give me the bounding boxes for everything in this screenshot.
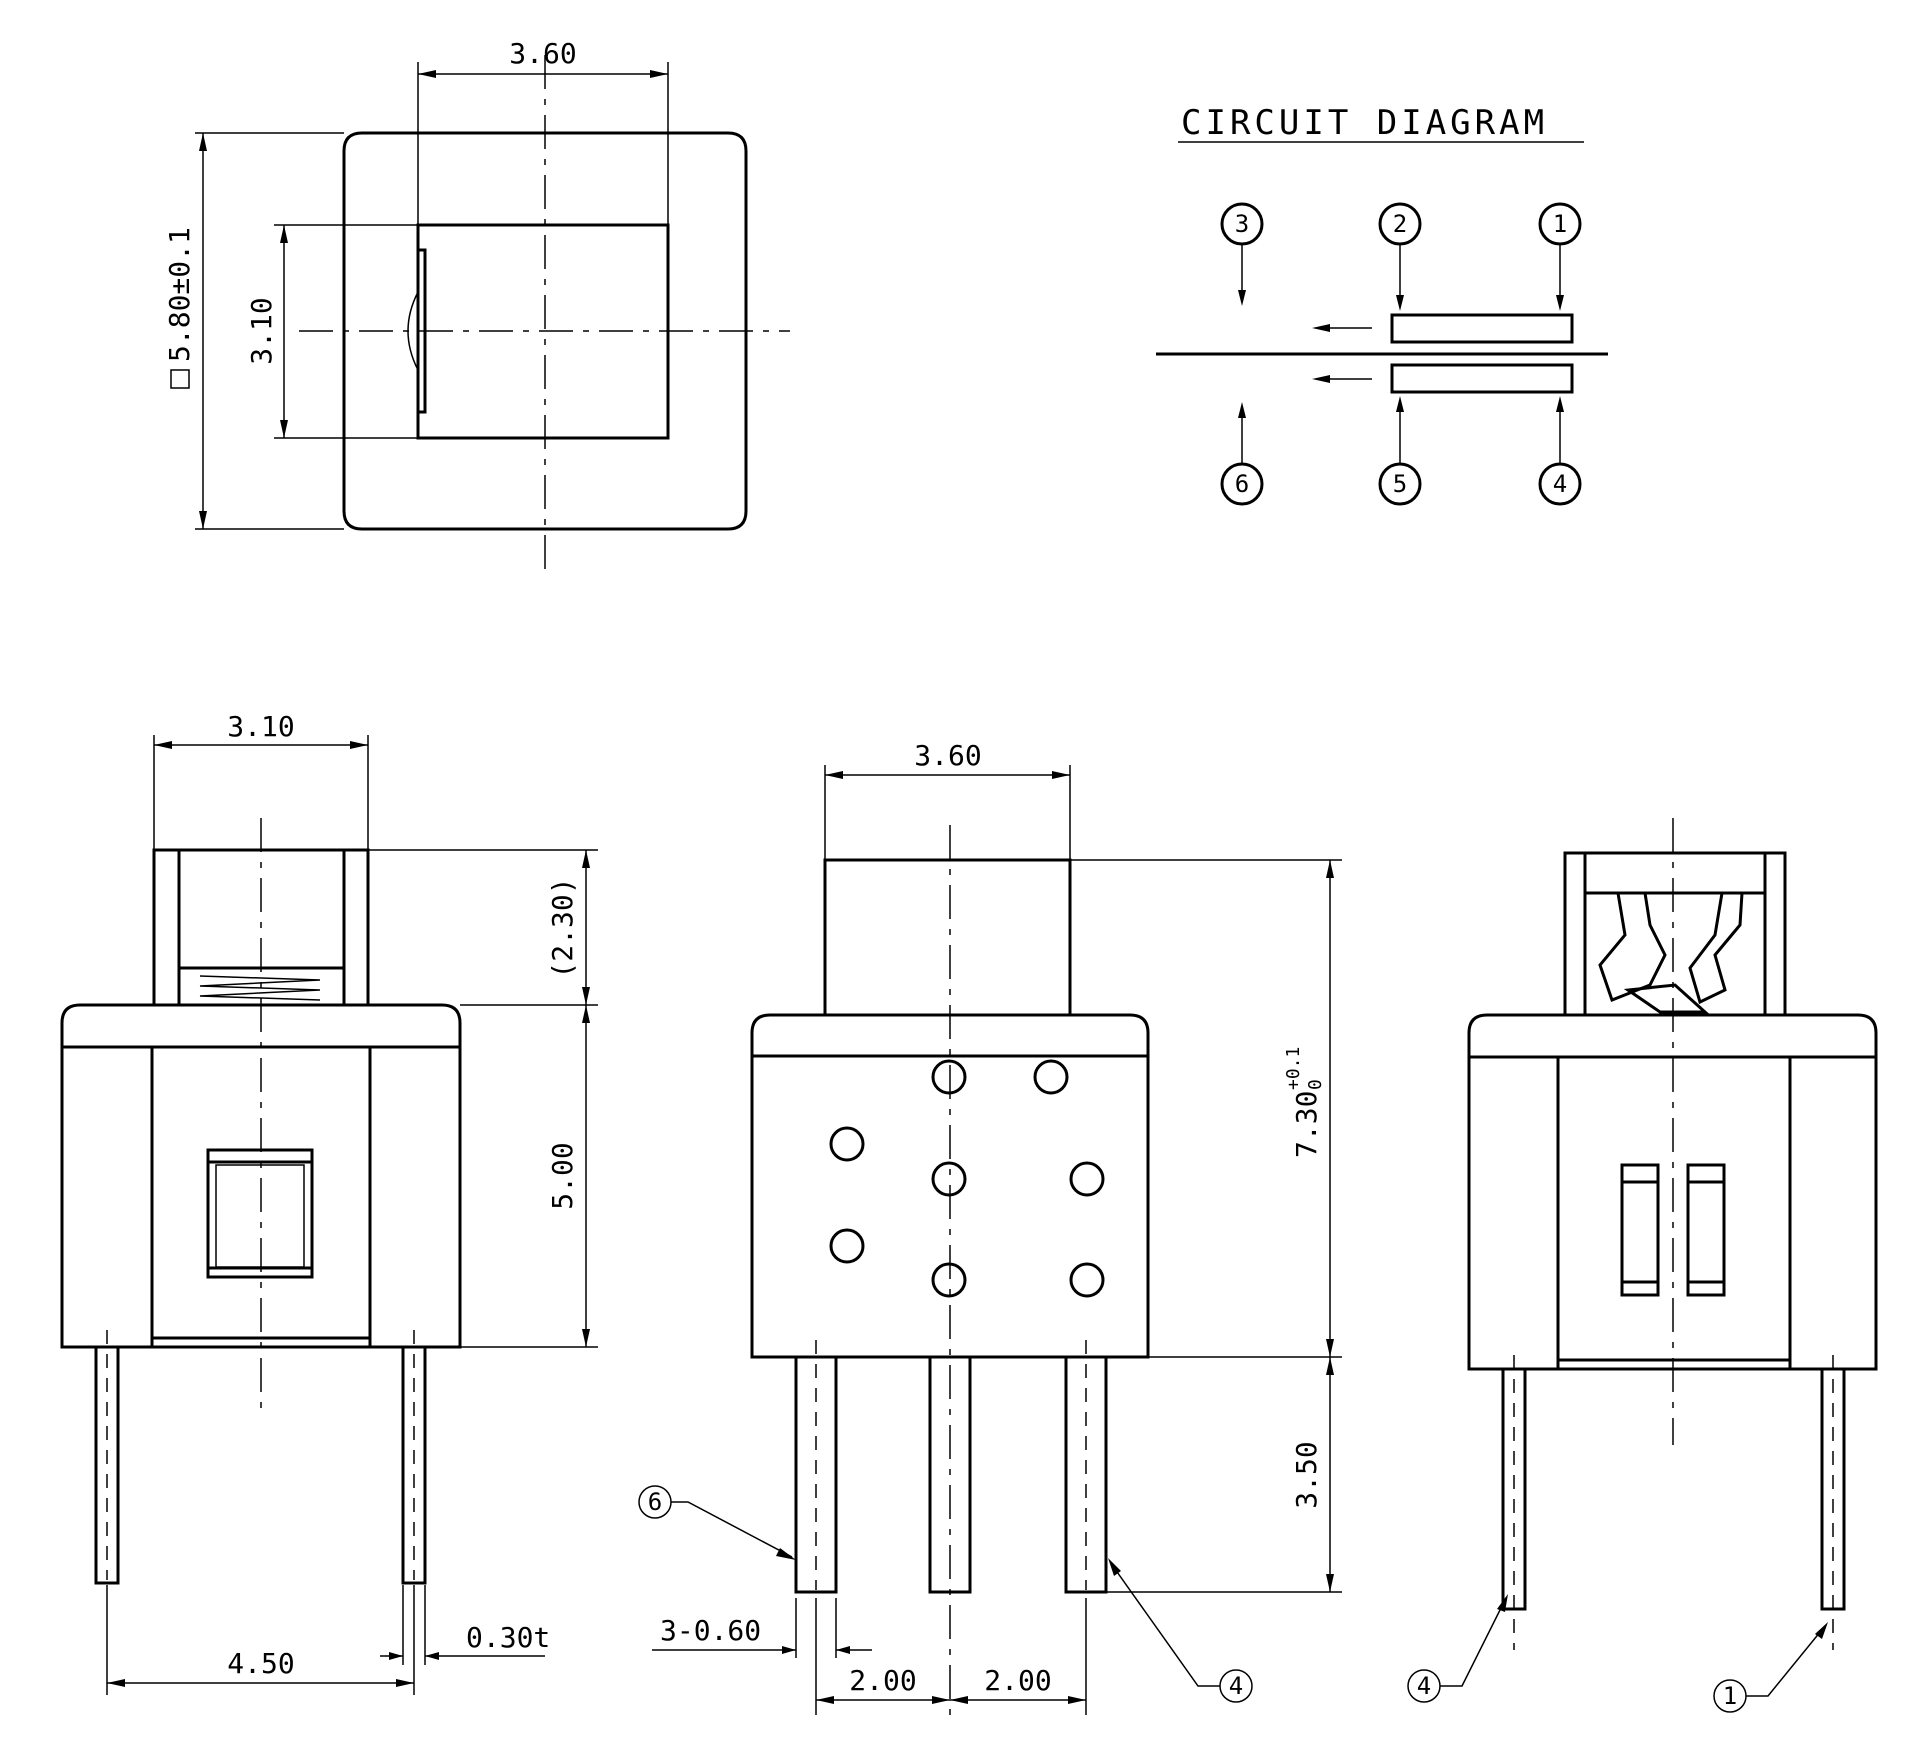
side-view-dim-cap: (2.30) [546, 877, 579, 978]
rear-view-pin-label-right: 1 [1723, 1682, 1737, 1710]
front-view-pin-6 [794, 1355, 838, 1594]
rear-view-body [1467, 1013, 1878, 1371]
front-view: 3.60 7.30 +0.1 0 3.50 3-0.60 2.00 2.00 [638, 739, 1342, 1720]
rear-view-pin-label-left: 4 [1417, 1672, 1431, 1700]
front-view-hole [1069, 1262, 1105, 1298]
front-view-dim-pins: 3-0.60 [660, 1614, 761, 1647]
circuit-contact-upper [1390, 313, 1574, 344]
top-view: 3.60 3.10 5.80±0.1 [163, 37, 790, 575]
front-view-hole [931, 1161, 967, 1197]
rear-view-slot-left [1620, 1163, 1660, 1297]
circuit-diagram-title: CIRCUIT DIAGRAM [1181, 103, 1548, 143]
front-view-hole [829, 1228, 865, 1264]
slide-arrow-icon [1312, 324, 1330, 332]
front-view-dim-total-tol-lower: 0 [1305, 1079, 1326, 1090]
top-view-dim-height: 3.10 [245, 297, 278, 364]
terminal-3-label: 3 [1235, 210, 1249, 238]
rear-view-latch-left [1598, 892, 1667, 1002]
top-view-body-outline [342, 131, 748, 531]
terminal-1-label: 1 [1553, 210, 1567, 238]
side-view-dim-pin: 0.30t [466, 1621, 550, 1654]
square-symbol-icon [170, 369, 190, 389]
circuit-contact-lower [1390, 363, 1574, 394]
terminal-6-label: 6 [1235, 470, 1249, 498]
front-view-pin-label-left: 6 [648, 1488, 662, 1516]
side-view-body [60, 1003, 462, 1349]
rear-view-actuator [1563, 851, 1787, 1017]
front-view-hole [931, 1059, 967, 1095]
side-view-dim-body: 5.00 [546, 1142, 579, 1209]
top-view-dim-body: 5.80±0.1 [163, 227, 196, 362]
rear-view-latch-right [1688, 892, 1744, 1005]
side-view-window [206, 1148, 314, 1279]
side-view-dim-width: 3.10 [227, 710, 294, 743]
terminal-5-label: 5 [1393, 470, 1407, 498]
front-view-hole [1069, 1161, 1105, 1197]
front-view-hole [1033, 1059, 1069, 1095]
side-view-dim-pitch: 4.50 [227, 1647, 294, 1680]
front-view-dim-total-tol-upper: +0.1 [1283, 1047, 1304, 1090]
front-view-actuator [823, 858, 1072, 1017]
front-view-hole [931, 1262, 967, 1298]
terminal-4-label: 4 [1553, 470, 1567, 498]
rear-view: 4 1 [1407, 818, 1878, 1713]
terminal-2-label: 2 [1393, 210, 1407, 238]
rear-view-slot-right [1686, 1163, 1726, 1297]
front-view-dim-total: 7.30 [1290, 1091, 1323, 1158]
front-view-dim-pitch-1: 2.00 [849, 1664, 916, 1697]
front-view-hole [829, 1126, 865, 1162]
front-view-dim-pitch-2: 2.00 [984, 1664, 1051, 1697]
top-view-dim-width: 3.60 [509, 37, 576, 70]
front-view-pin-4 [1064, 1355, 1108, 1594]
spring-icon [199, 975, 321, 1001]
side-view: 3.10 (2.30) 5.00 4.50 0.30t [60, 710, 598, 1695]
slide-arrow-icon [1312, 375, 1330, 383]
side-view-pin-right [401, 1345, 427, 1585]
side-view-pin-left [94, 1345, 120, 1585]
front-view-dim-pin-len: 3.50 [1290, 1441, 1323, 1508]
front-view-dim-width: 3.60 [914, 739, 981, 772]
circuit-diagram: CIRCUIT DIAGRAM 3 2 1 6 5 4 [1156, 103, 1608, 506]
front-view-pin-label-right: 4 [1229, 1672, 1243, 1700]
